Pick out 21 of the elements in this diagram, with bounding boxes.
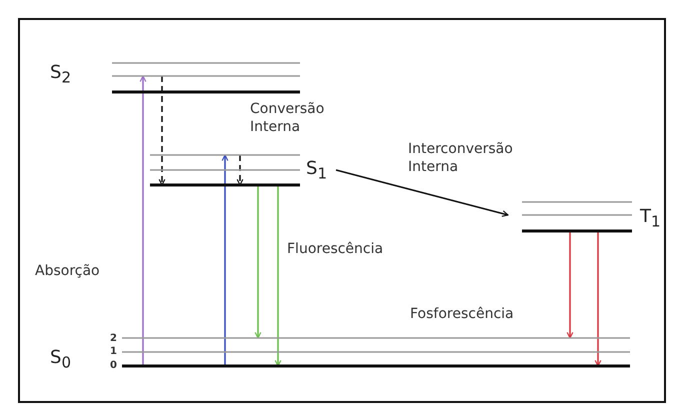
transition-arrow (236, 155, 244, 186)
process-label: Interconversão Interna (408, 140, 514, 176)
transition-arrow (336, 169, 509, 217)
transition-arrow (222, 154, 228, 366)
transition-arrow (140, 75, 146, 366)
process-label: Conversão Interna (250, 100, 326, 136)
vibrational-level-number: 1 (110, 346, 117, 357)
state-label: S$_{2}$ (50, 63, 71, 88)
transition-arrow (254, 185, 262, 339)
vibrational-level-number: 0 (110, 360, 117, 371)
transition-arrow (158, 76, 166, 186)
state-label: T$_{1}$ (640, 207, 661, 232)
transition-arrow (566, 231, 574, 339)
transition-arrow (274, 185, 282, 367)
state-label: S$_{0}$ (50, 348, 71, 373)
vibrational-level-number: 2 (110, 333, 117, 344)
state-label: S$_{1}$ (306, 159, 327, 184)
transition-arrow (594, 231, 602, 367)
process-label: Fosforescência (410, 305, 514, 323)
process-label: Fluorescência (287, 240, 384, 258)
process-label: Absorção (35, 262, 100, 280)
